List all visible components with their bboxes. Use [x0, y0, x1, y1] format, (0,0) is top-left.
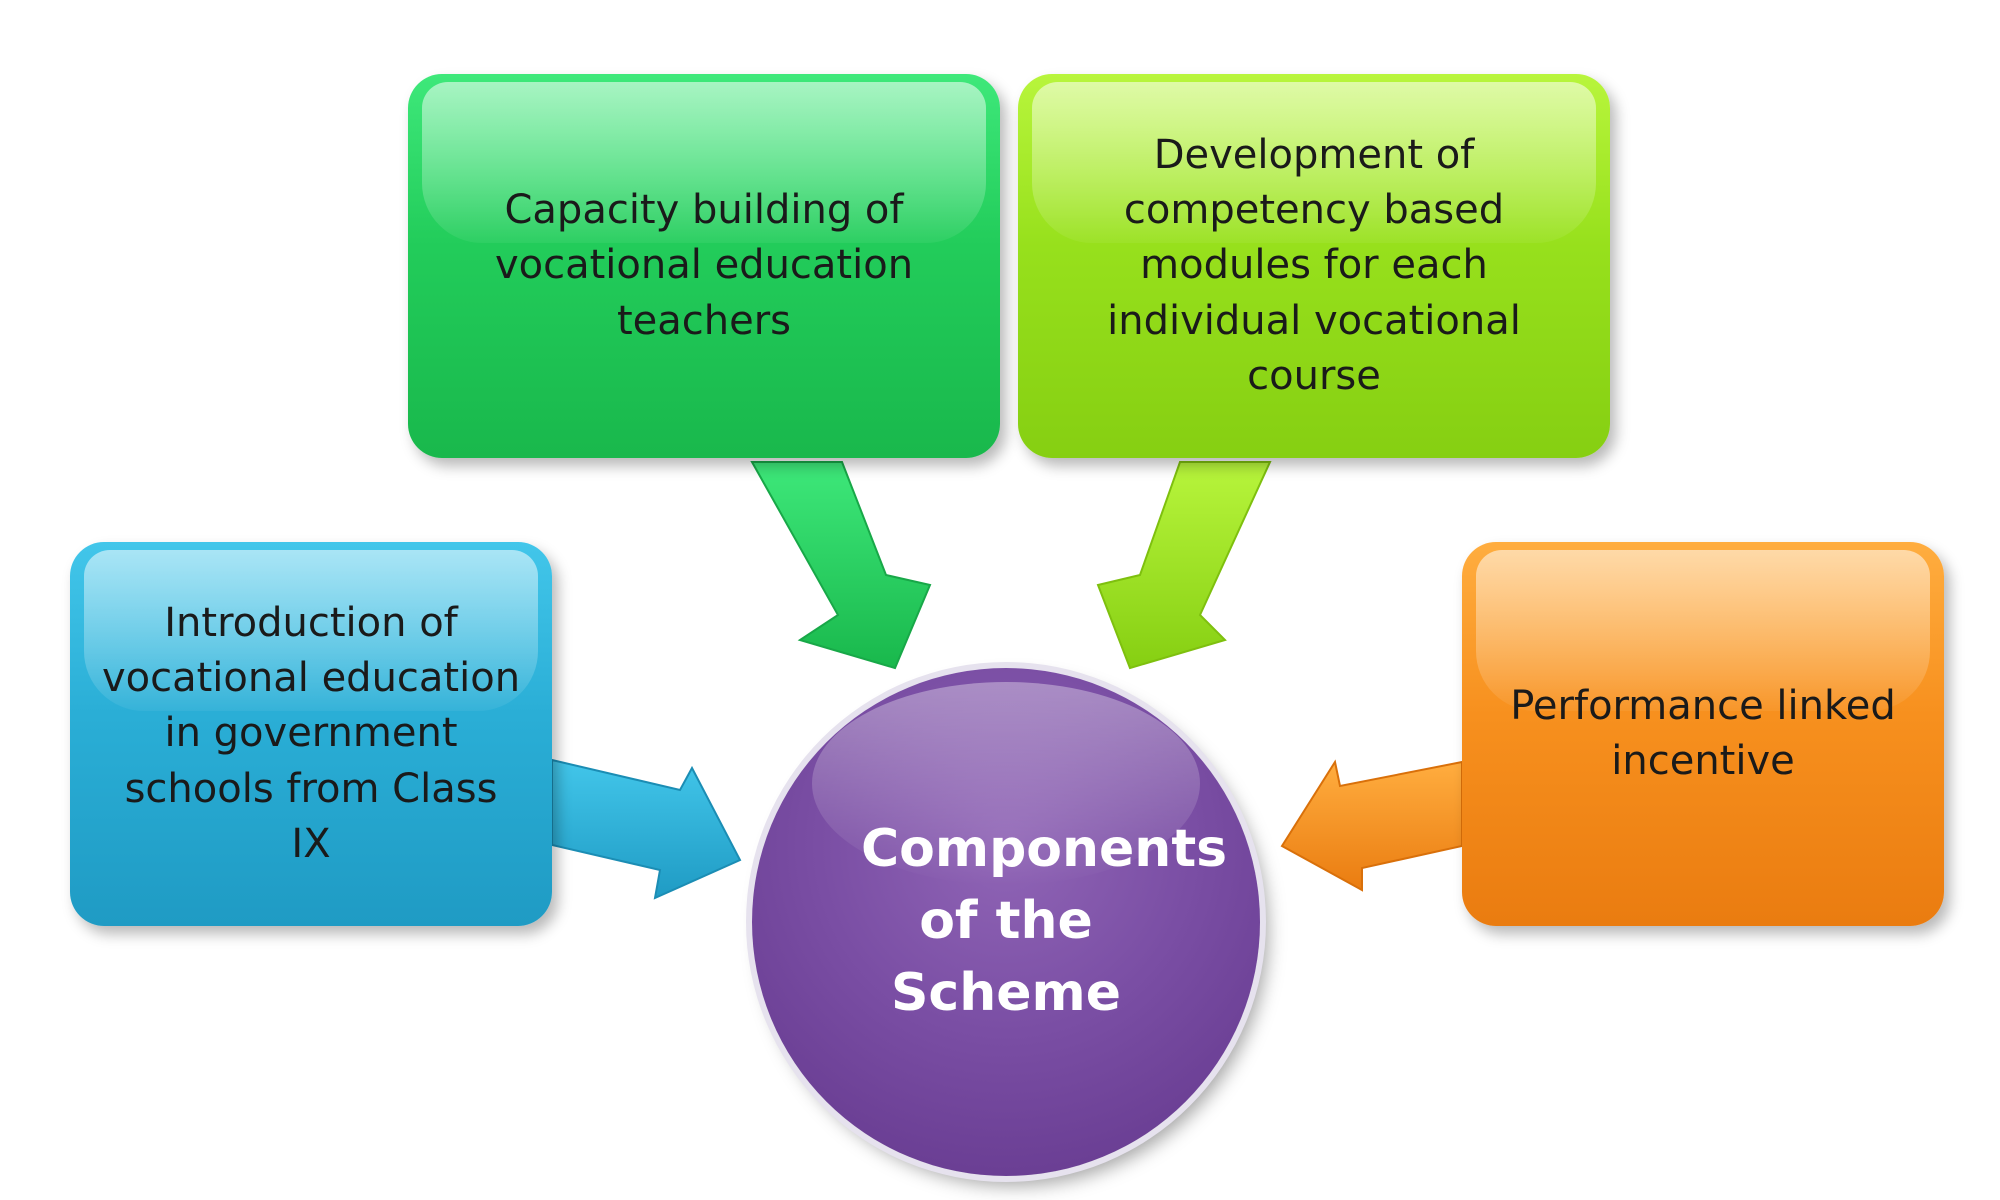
- component-box-introduction: Introduction of vocational education in …: [70, 542, 552, 926]
- component-box-capacity-building: Capacity building of vocational educatio…: [408, 74, 1000, 458]
- component-box-performance-incentive: Performance linked incentive: [1462, 542, 1944, 926]
- arrow-capacity-to-center: [750, 461, 932, 670]
- component-label: Introduction of vocational education in …: [101, 600, 521, 867]
- component-label: Performance linked incentive: [1510, 682, 1896, 784]
- component-label: Capacity building of vocational educatio…: [494, 187, 914, 344]
- center-hub-label: Components of the Scheme: [861, 819, 1228, 1023]
- arrow-performance-to-center: [1280, 759, 1463, 892]
- center-hub-circle: Components of the Scheme: [752, 668, 1260, 1176]
- arrow-development-to-center: [1096, 461, 1272, 670]
- component-label: Development of competency based modules …: [1107, 132, 1521, 399]
- arrow-introduction-to-center: [551, 758, 742, 900]
- component-box-competency-modules: Development of competency based modules …: [1018, 74, 1610, 458]
